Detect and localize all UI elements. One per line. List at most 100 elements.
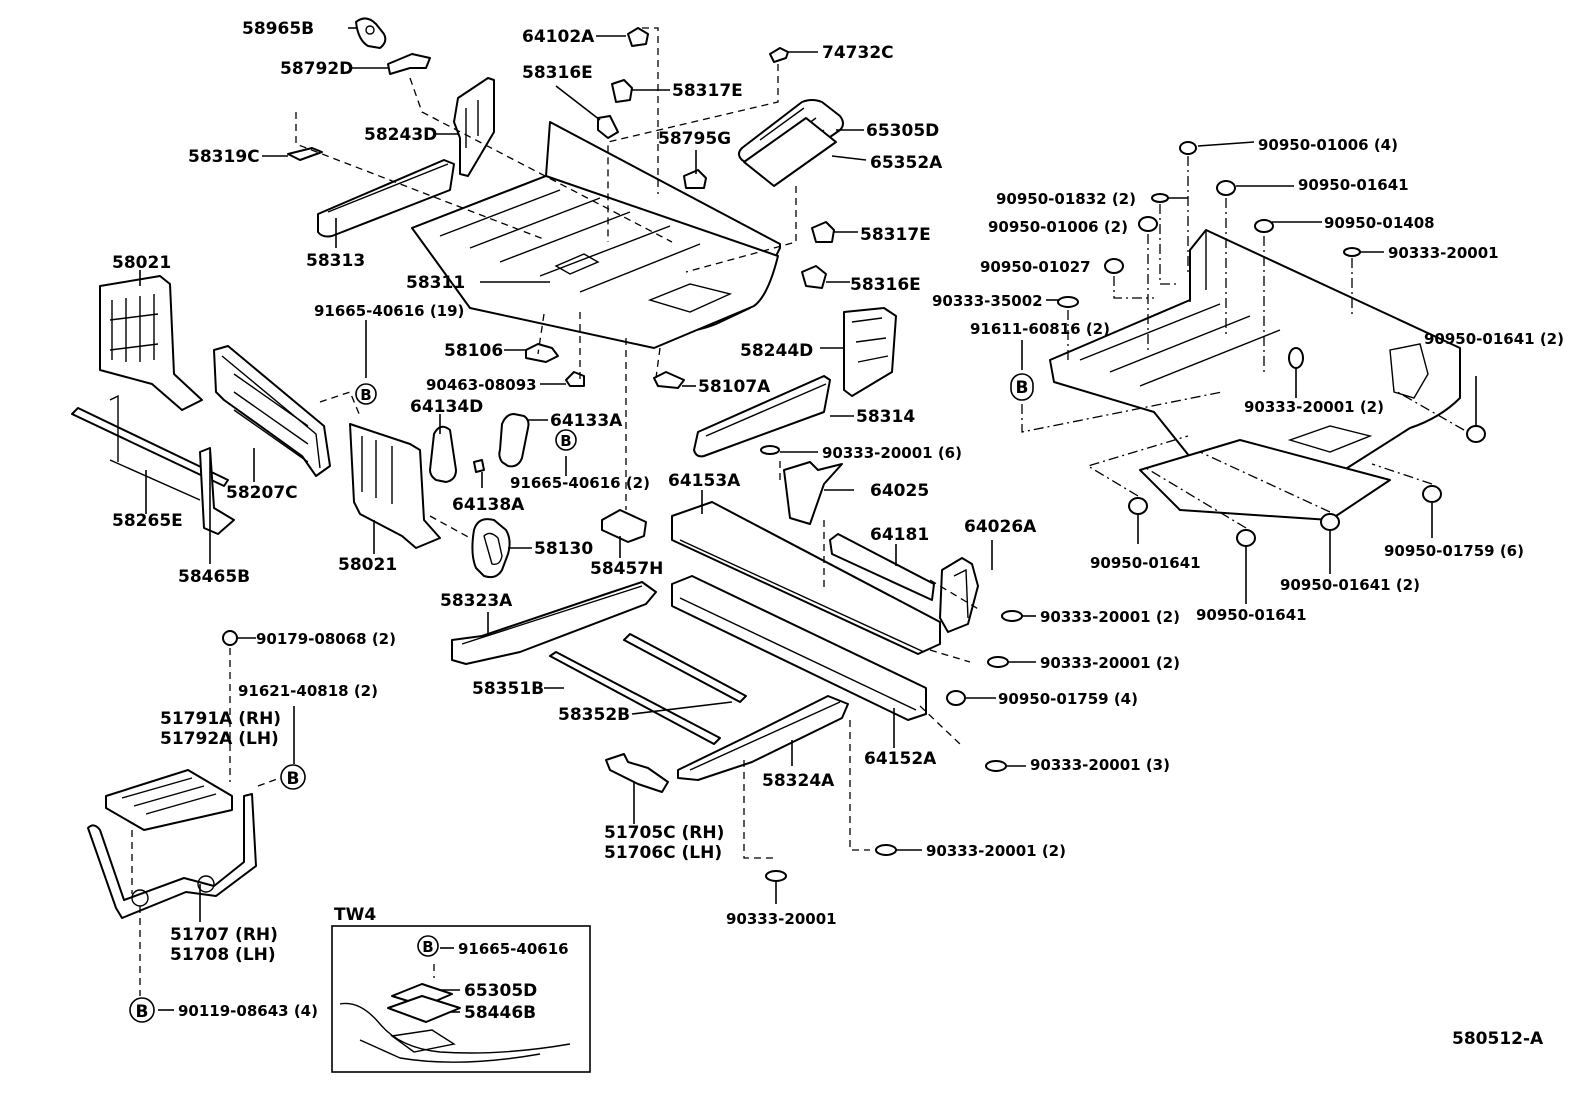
part-58352b-strip <box>623 633 747 703</box>
part-65305d-lid <box>738 99 844 187</box>
label-58316e-right: 58316E <box>850 275 921 295</box>
part-58130-gasket <box>471 518 511 579</box>
part-58207c-panel <box>213 345 331 477</box>
label-64181: 64181 <box>870 525 929 545</box>
label-90950-01832: 90950-01832 (2) <box>996 190 1136 208</box>
ref-mark-b-text: B <box>560 432 571 450</box>
part-58351b-strip <box>549 651 721 745</box>
part-58317e-right <box>811 221 835 243</box>
washer-90333-20001-f <box>765 870 787 882</box>
label-58323a: 58323A <box>440 591 513 611</box>
label-91665-40616-2: 91665-40616 (2) <box>510 474 650 492</box>
part-64025 <box>783 461 843 525</box>
ref-mark-b-2: B <box>555 429 577 451</box>
label-51707: 51707 (RH) <box>170 925 278 945</box>
label-58021-center: 58021 <box>338 555 397 575</box>
part-58314-member <box>693 375 831 458</box>
label-90950-01759-6: 90950-01759 (6) <box>1384 542 1524 560</box>
label-90333-20001-6: 90333-20001 (6) <box>822 444 962 462</box>
label-tw4: TW4 <box>334 905 376 925</box>
label-51791a: 51791A (RH) <box>160 709 281 729</box>
label-90119-08643: 90119-08643 (4) <box>178 1002 318 1020</box>
washer-90333-20001-e <box>875 844 897 856</box>
label-91665-40616-19: 91665-40616 (19) <box>314 302 464 320</box>
part-58107a <box>653 371 685 389</box>
part-58795g <box>683 169 707 189</box>
part-64152a-beam <box>671 575 927 721</box>
label-58317e-top: 58317E <box>672 81 743 101</box>
label-58317e-right: 58317E <box>860 225 931 245</box>
label-90333-20001-right: 90333-20001 <box>1388 244 1499 262</box>
part-58021-center-panel <box>349 423 441 549</box>
plug-90950-01006-top <box>1179 141 1197 155</box>
label-51792a: 51792A (LH) <box>160 729 279 749</box>
label-91621-40818: 91621-40818 (2) <box>238 682 378 700</box>
ref-mark-b-text: B <box>360 386 371 404</box>
ref-mark-b-text: B <box>1016 378 1029 398</box>
part-64138a <box>473 459 485 473</box>
label-65305d-tw4: 65305D <box>464 981 537 1001</box>
label-58107a: 58107A <box>698 377 771 397</box>
label-58316e-top: 58316E <box>522 63 593 83</box>
part-64133a-gasket <box>498 413 530 468</box>
part-58021-left-panel <box>99 275 203 411</box>
part-58243d-bracket <box>453 77 495 177</box>
washer-90333-20001-c <box>987 656 1009 668</box>
part-58317e-upper <box>611 79 633 103</box>
label-58465b: 58465B <box>178 567 250 587</box>
label-51708: 51708 (LH) <box>170 945 276 965</box>
label-58244d: 58244D <box>740 341 813 361</box>
label-91611-60816: 91611-60816 (2) <box>970 320 1110 338</box>
label-58965b: 58965B <box>242 19 314 39</box>
part-64153a-beam <box>671 501 941 655</box>
plug-90950-01641-b2 <box>1320 513 1340 531</box>
label-90333-35002: 90333-35002 <box>932 292 1043 310</box>
label-74732c: 74732C <box>822 43 894 63</box>
label-90950-01006-4: 90950-01006 (4) <box>1258 136 1398 154</box>
plug-90333-20001-oval <box>1288 347 1304 369</box>
part-58313-member <box>317 159 455 238</box>
plug-90950-01006-left <box>1138 216 1158 232</box>
label-90950-01006-2: 90950-01006 (2) <box>988 218 1128 236</box>
label-90950-01641-b3: 90950-01641 <box>1196 606 1307 624</box>
part-58106 <box>525 343 559 363</box>
ref-mark-b-text: B <box>287 769 300 789</box>
label-90179-08068: 90179-08068 (2) <box>256 630 396 648</box>
label-64138a: 64138A <box>452 495 525 515</box>
label-58313: 58313 <box>306 251 365 271</box>
plug-90950-01641-right <box>1466 425 1486 443</box>
label-65305d: 65305D <box>866 121 939 141</box>
label-90333-20001-2b: 90333-20001 (2) <box>1040 654 1180 672</box>
label-90950-01027: 90950-01027 <box>980 258 1091 276</box>
plug-90950-01641-top <box>1216 180 1236 196</box>
part-rear-floor-assembly <box>1049 229 1461 521</box>
label-58795g: 58795G <box>658 129 731 149</box>
label-58324a: 58324A <box>762 771 835 791</box>
part-58465b <box>199 447 235 535</box>
part-58323a-member <box>451 581 657 665</box>
plug-90333-20001-right <box>1343 247 1361 257</box>
label-58351b: 58351B <box>472 679 544 699</box>
label-58106: 58106 <box>444 341 503 361</box>
washer-90333-20001-d <box>985 760 1007 772</box>
label-64133a: 64133A <box>550 411 623 431</box>
label-58021-left: 58021 <box>112 253 171 273</box>
plug-90950-01027 <box>1104 258 1124 274</box>
label-90950-01641-top: 90950-01641 <box>1298 176 1409 194</box>
label-91665-40616-tw4: 91665-40616 <box>458 940 569 958</box>
nut-90179-08068 <box>222 630 238 646</box>
diagram-code: 580512-A <box>1452 1029 1544 1049</box>
plug-90950-01759-center <box>946 690 966 706</box>
label-64102a: 64102A <box>522 27 595 47</box>
label-90333-20001-2a: 90333-20001 (2) <box>1040 608 1180 626</box>
label-64153a: 64153A <box>668 471 741 491</box>
part-58457h <box>601 509 647 543</box>
label-90950-01641-2-right: 90950-01641 (2) <box>1424 330 1564 348</box>
plug-90950-01832 <box>1151 193 1169 203</box>
part-58244d <box>843 307 897 397</box>
label-90333-20001-bottom: 90333-20001 <box>726 910 837 928</box>
label-58457h: 58457H <box>590 559 663 579</box>
label-51705c: 51705C (RH) <box>604 823 724 843</box>
ref-mark-b-1: B <box>355 383 377 405</box>
